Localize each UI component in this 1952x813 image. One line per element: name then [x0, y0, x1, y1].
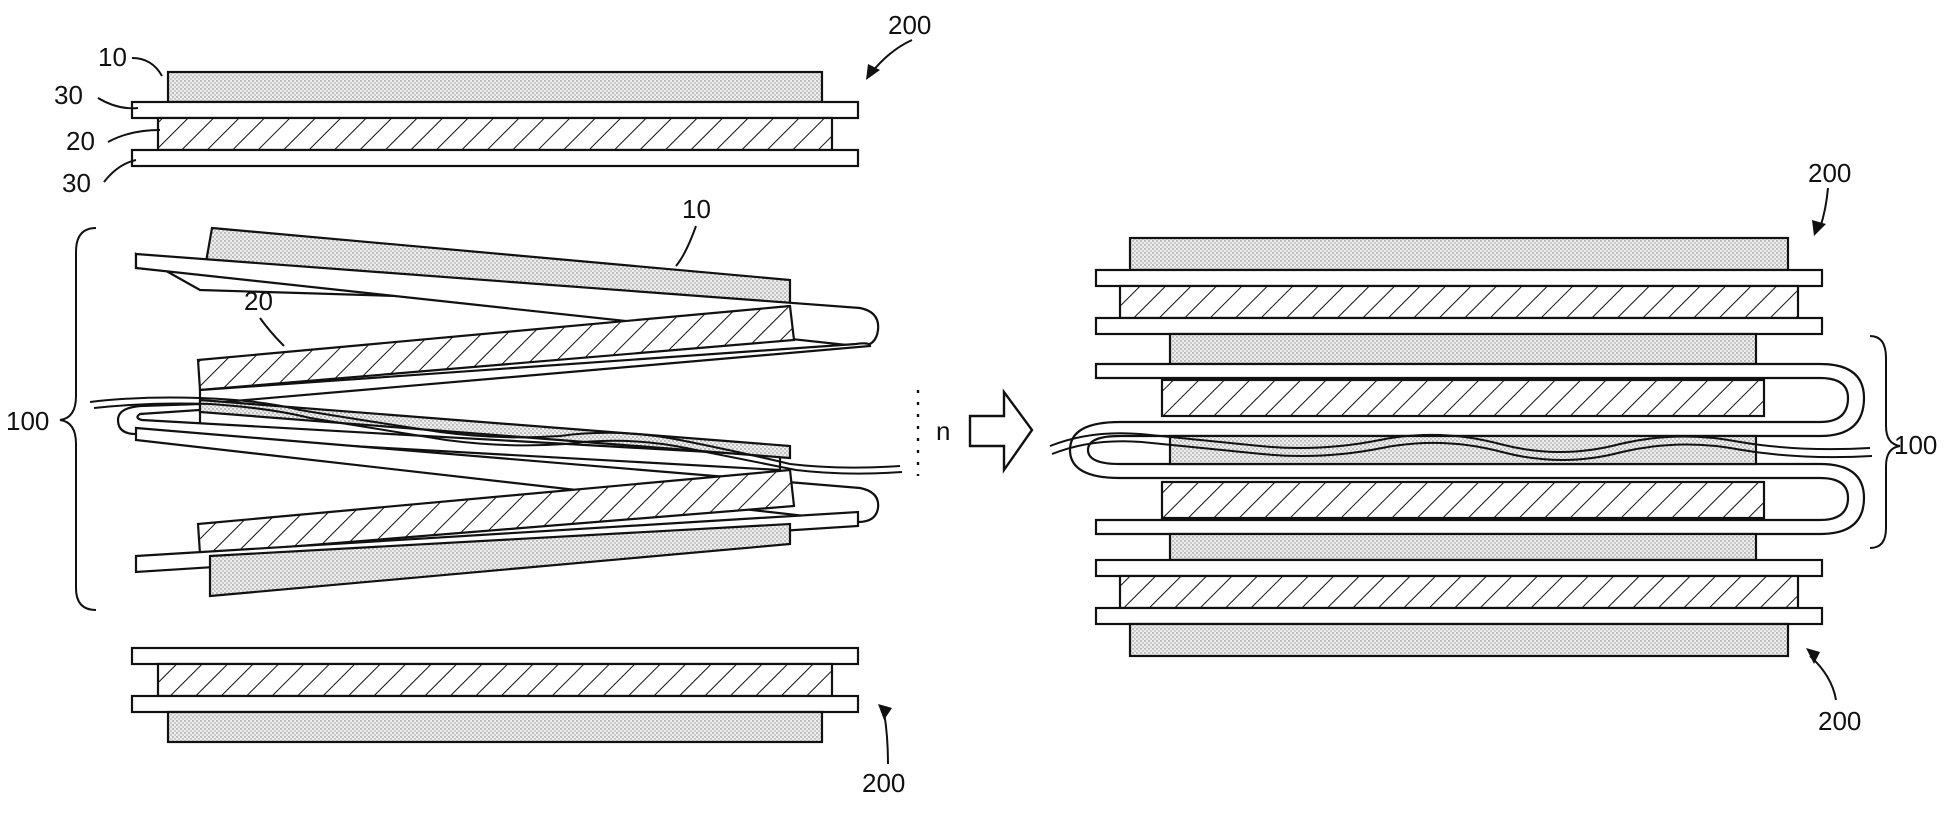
leader-arrow	[871, 39, 913, 73]
arrowhead	[1806, 648, 1820, 664]
separator	[1094, 558, 1824, 578]
negative-electrode	[156, 116, 834, 152]
label-unit-cell: 200	[862, 768, 905, 798]
arrowhead	[1812, 220, 1826, 236]
positive-electrode	[198, 398, 792, 460]
left-bottom-unit-cell: 200	[130, 646, 905, 798]
label-positive-electrode: 10	[98, 42, 127, 72]
label-folded-stack: 100	[6, 406, 49, 436]
leader-line	[675, 225, 697, 267]
label-folded-stack: 100	[1894, 430, 1937, 460]
lead-wire	[93, 402, 903, 475]
negative-electrode	[1160, 480, 1766, 520]
positive-electrode	[166, 70, 824, 104]
leader-arrow	[883, 711, 889, 765]
separator	[130, 646, 860, 666]
label-unit-cell: 200	[1808, 158, 1851, 188]
leader-line	[107, 129, 161, 143]
separator-zigzag	[1068, 362, 1866, 536]
arrowhead	[878, 704, 892, 720]
leader-line	[103, 159, 137, 183]
negative-electrode	[196, 304, 796, 392]
right-reference-labels: 200 200 100	[1806, 158, 1937, 736]
separator	[130, 148, 860, 168]
right-assembled-stack	[1049, 236, 1873, 658]
label-separator: 30	[62, 168, 91, 198]
negative-electrode	[156, 662, 834, 698]
leader-line	[97, 97, 139, 110]
left-folded-stack	[89, 226, 903, 598]
negative-electrode	[1160, 378, 1766, 418]
negative-electrode	[1118, 284, 1800, 320]
separator	[1094, 268, 1824, 288]
positive-electrode	[1168, 532, 1758, 562]
negative-electrode	[1118, 574, 1800, 610]
separator	[130, 694, 860, 714]
repeat-indicator: n	[916, 388, 1034, 476]
label-positive-electrode: 10	[682, 194, 711, 224]
lead-wire	[1049, 432, 1871, 453]
positive-electrode	[208, 522, 792, 598]
leader-line	[259, 317, 285, 347]
label-repeat-count: n	[936, 416, 950, 446]
curly-brace	[59, 227, 97, 611]
label-negative-electrode: 20	[66, 126, 95, 156]
positive-electrode	[1168, 332, 1758, 366]
separator	[130, 100, 860, 120]
leader-line	[131, 57, 163, 77]
label-separator: 30	[54, 80, 83, 110]
curly-brace	[1869, 335, 1901, 549]
positive-electrode	[1128, 236, 1790, 272]
separator-fold-left	[116, 402, 782, 472]
leader-arrow	[1819, 187, 1829, 229]
lead-wire	[1051, 440, 1873, 461]
positive-electrode	[1168, 434, 1758, 466]
left-top-unit-cell	[130, 70, 860, 168]
left-top-reference-labels: 10 30 20 30 200	[54, 10, 931, 198]
left-brace: 100 10 20	[6, 194, 711, 611]
label-unit-cell: 200	[1818, 706, 1861, 736]
label-negative-electrode: 20	[244, 286, 273, 316]
positive-electrode	[1128, 622, 1790, 658]
process-arrow	[968, 388, 1034, 474]
separator	[1094, 316, 1824, 336]
negative-electrode	[196, 468, 796, 556]
arrowhead	[866, 64, 880, 80]
separator	[1094, 606, 1824, 626]
label-unit-cell: 200	[888, 10, 931, 40]
positive-electrode	[166, 710, 824, 744]
lead-wire	[89, 396, 901, 469]
